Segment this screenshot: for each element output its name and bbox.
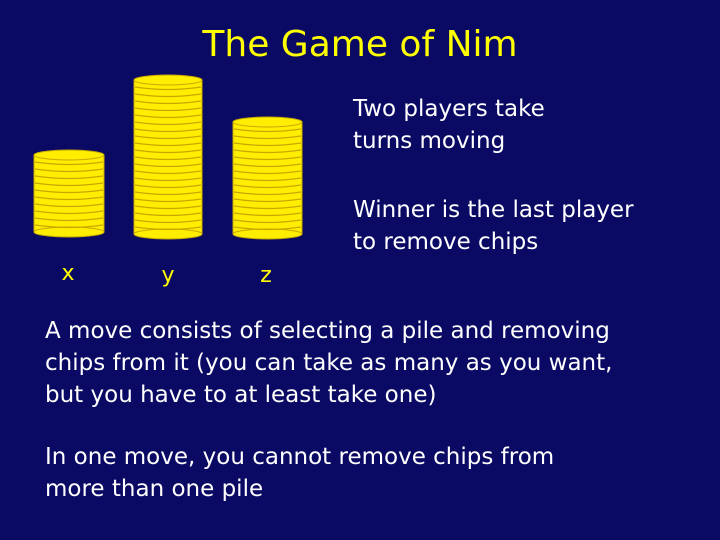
rule-one-pile: In one move, you cannot remove chips fro… [45,444,555,502]
chip-pile-x [33,149,105,238]
chip [233,205,302,210]
chip-stack-base [232,228,303,240]
chip [134,219,202,224]
chip [34,217,104,222]
chip-piles [33,74,303,240]
chip [233,177,302,182]
chip [233,184,302,189]
chip [34,196,104,201]
chip [233,170,302,175]
chip [134,121,202,126]
chip [134,114,202,119]
chip [34,224,104,229]
slide-title: The Game of Nim [202,24,518,65]
chip-stack-base [133,228,203,240]
top-chip [232,116,303,128]
chip [233,198,302,203]
chip [233,156,302,161]
top-chip [33,149,105,161]
chip [134,177,202,182]
chip [233,191,302,196]
chip [134,170,202,175]
rule-winner: Winner is the last player to remove chip… [353,197,634,255]
rule-move: A move consists of selecting a pile and … [45,318,613,408]
chip [34,182,104,187]
chip [233,226,302,231]
chip [134,191,202,196]
chip [134,226,202,231]
chip [34,189,104,194]
chip [233,163,302,168]
chip [34,210,104,215]
top-chip [133,74,203,86]
chip [134,107,202,112]
chip [233,149,302,154]
chip [134,100,202,105]
chip [134,149,202,154]
chip [134,135,202,140]
chip [134,205,202,210]
chip [134,142,202,147]
chip [233,212,302,217]
chip [34,175,104,180]
chip [134,156,202,161]
chip-stack-base [33,226,105,238]
chip [34,203,104,208]
rule-turns: Two players take turns moving [353,96,545,154]
chip-pile-y [133,74,203,240]
pile-label-y: y [161,263,175,288]
pile-label-x: x [61,261,75,286]
chip [134,198,202,203]
chip [134,93,202,98]
chip [233,128,302,133]
chip-pile-z [232,116,303,240]
chip [34,168,104,173]
pile-label-z: z [260,263,272,288]
chip [134,184,202,189]
chip [134,128,202,133]
chip [134,212,202,217]
chip [233,135,302,140]
chip [134,163,202,168]
chip [233,142,302,147]
chip [134,86,202,91]
chip [34,161,104,166]
chip [233,219,302,224]
